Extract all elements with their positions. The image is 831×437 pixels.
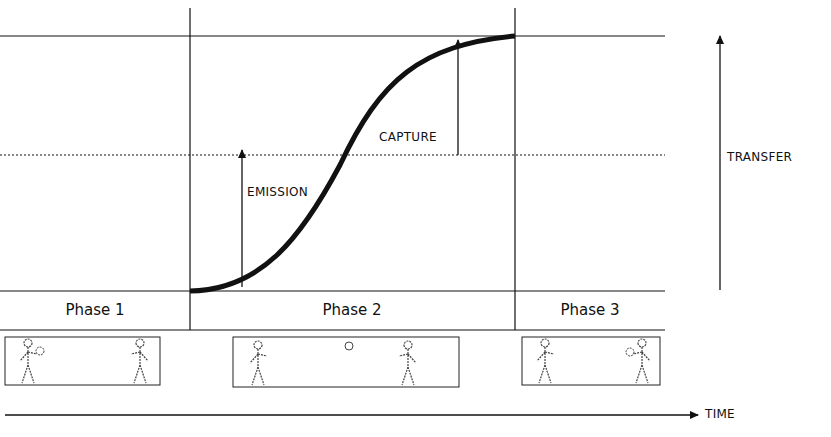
stage-label: CAPTURE (378, 131, 438, 144)
phase-pictures (5, 337, 660, 387)
phase-label: Phase 3 (560, 302, 619, 319)
s-curve (190, 36, 515, 291)
frame-lines (0, 8, 665, 330)
stage-label: EMISSION (246, 186, 309, 199)
phase-label: Phase 2 (322, 302, 381, 319)
phase-label: Phase 1 (65, 302, 124, 319)
arrows (5, 36, 720, 415)
axis-label: TRANSFER (726, 151, 793, 164)
axis-label: TIME (704, 408, 736, 421)
